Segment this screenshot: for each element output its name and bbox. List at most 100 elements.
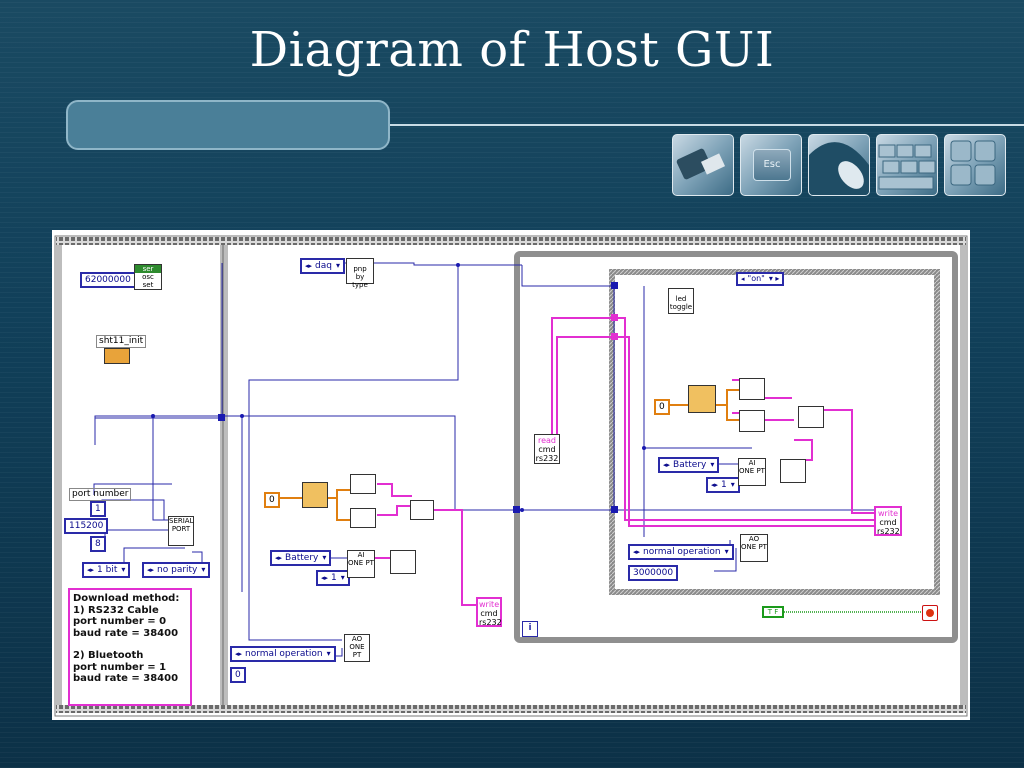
write-cmd-node: write cmd rs232 [476,597,502,627]
loop-battery-ring[interactable]: ◂▸Battery▾ [658,457,720,473]
dropdown-icon: ▾ [340,573,345,582]
loop-array-node [688,385,716,413]
ao-node-line1: AO [351,635,363,643]
sht11-init-subvi[interactable] [104,348,130,364]
ring-arrow-icon: ◂▸ [235,650,243,658]
daq-ring[interactable]: ◂▸daq▾ [300,258,345,274]
loop-vi-node-3 [780,459,806,483]
port-number-label: port number [69,488,132,501]
note-line-3: port number = 0 [73,616,167,627]
dropdown-icon: ▾ [322,553,327,562]
baud-rate-control[interactable]: 115200 [64,518,109,534]
osc-node-ser: ser [135,265,161,273]
loop-write-cmd-node: write cmd rs232 [874,506,902,536]
loop-ai-line2: ONE PT [739,467,765,475]
loop-zero-constant: 0 [654,399,670,415]
loop-vi-node-2 [739,410,765,432]
serial-port-line1: SERIAL [169,517,194,525]
ring-arrow-icon: ◂▸ [305,262,313,270]
battery-value: Battery [285,553,319,563]
note-line-5 [73,639,187,650]
dropdown-icon: ▾ [201,565,206,574]
ring-arrow-icon: ◂▸ [663,461,671,469]
write-node-line2: cmd [480,609,498,618]
parity-ring[interactable]: ◂▸no parity▾ [142,562,211,578]
channel-ring[interactable]: ◂▸1▾ [316,570,350,586]
ring-arrow-icon: ◂▸ [711,481,719,489]
esc-key-icon: Esc [740,134,802,196]
zero-control[interactable]: 0 [230,667,246,683]
clock-constant: 62000000 [80,272,136,288]
note-line-6: 2) Bluetooth [73,650,144,661]
sht11-init-label: sht11_init [96,335,147,348]
dropdown-icon: ▾ [326,649,331,658]
note-line-8: baud rate = 38400 [73,673,179,684]
normal-operation-ring[interactable]: ◂▸normal operation▾ [230,646,336,662]
note-line-7: port number = 1 [73,661,167,673]
iteration-terminal: i [522,621,538,637]
dropdown-icon: ▾ [730,480,735,489]
loop-channel-ring[interactable]: ◂▸1▾ [706,477,740,493]
read-node-line1: read [537,436,556,445]
osc-node-osc: osc [142,273,154,281]
ao-one-pt-node: AO ONE PT [344,634,370,662]
parity-value: no parity [157,565,198,575]
loop-ao-line1: AO [748,535,760,543]
port-number-control[interactable]: 1 [90,501,106,517]
note-line-1: Download method: [73,593,180,604]
delay-constant[interactable]: 3000000 [628,565,679,581]
read-node-line3: rs232 [535,454,559,463]
ring-arrow-icon: ◂▸ [321,574,329,582]
loop-ao-line2: ONE PT [741,543,767,551]
pnp-node: pnp by type [346,258,374,289]
osc-node-set: set [142,281,154,289]
loop-ai-line1: AI [748,459,756,467]
keyboard-graphic [878,144,936,190]
decorative-rule [390,124,1024,126]
battery-ring[interactable]: ◂▸Battery▾ [270,550,332,566]
loop-concat-node [798,406,824,428]
boolean-constant[interactable]: T F [762,606,784,618]
ai-node-line2: ONE PT [348,559,374,567]
ring-arrow-icon: ◂▸ [633,548,641,556]
ring-arrow-icon: ◂▸ [147,566,155,574]
ring-arrow-icon: ◂ [741,275,745,283]
slide-title: Diagram of Host GUI [249,22,775,78]
data-bits-control[interactable]: 8 [90,536,106,552]
led-node-line2: toggle [669,303,693,311]
dropdown-icon: ▾ [335,261,340,270]
ring-arrow-icon: ◂▸ [275,554,283,562]
keypad-graphic [950,140,996,186]
ao-node-line2: ONE PT [349,643,365,659]
stop-bits-ring[interactable]: ◂▸1 bit▾ [82,562,131,578]
loop-write-line3: rs232 [877,527,900,536]
read-cmd-node: read cmd rs232 [534,434,560,464]
dropdown-icon: ▾ [710,460,715,469]
pnp-label: pnp [353,265,367,273]
download-method-note: Download method: 1) RS232 Cable port num… [68,588,192,706]
loop-ai-one-pt-node: AI ONE PT [738,458,766,486]
loop-write-line1: write [877,509,899,518]
array-node [302,482,328,508]
esc-key-label: Esc [753,149,791,181]
loop-vi-node-1 [739,378,765,400]
osc-set-node: ser osc set [134,264,162,290]
loop-normal-operation-ring[interactable]: ◂▸normal operation▾ [628,544,734,560]
loop-battery-value: Battery [673,460,707,470]
note-line-4: baud rate = 38400 [73,627,179,639]
usb-plug-graphic [676,148,726,180]
vi-node-1 [350,474,376,494]
usb-plug-icon [672,134,734,196]
write-node-line3: rs232 [479,618,502,627]
ai-node-line1: AI [357,551,365,559]
mouse-graphic [809,142,869,195]
stop-terminal-icon [922,605,938,621]
dropdown-icon: ▾ [121,565,126,574]
loop-channel-value: 1 [721,480,727,490]
keypad-icon [944,134,1006,196]
mouse-icon [808,134,870,196]
concat-node [410,500,434,520]
note-line-2: 1) RS232 Cable [73,604,159,616]
case-selector[interactable]: ◂"on"▾ ▸ [736,272,785,286]
stop-bits-value: 1 bit [97,565,118,575]
